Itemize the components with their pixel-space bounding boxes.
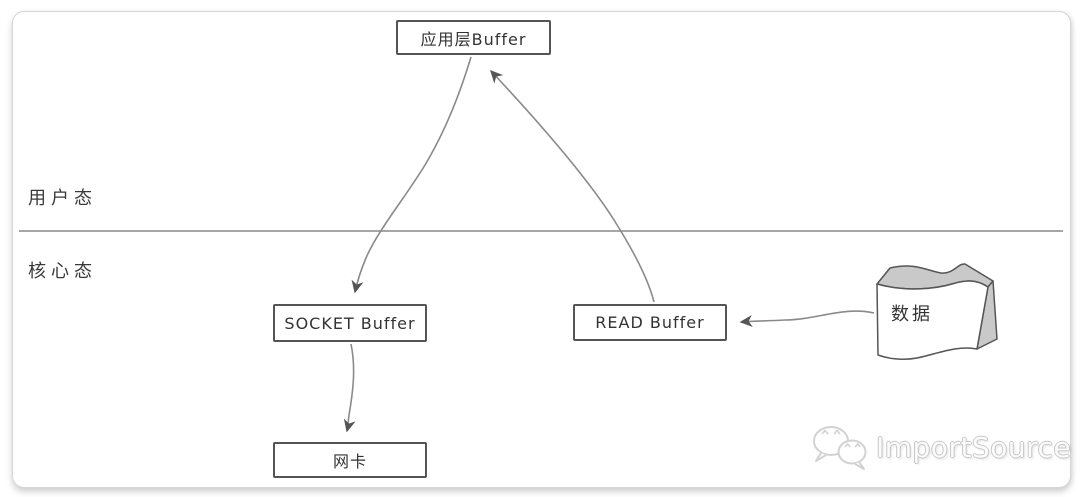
watermark: ImportSource <box>808 422 1071 472</box>
node-data-block-label: 数据 <box>891 304 933 325</box>
edge-socket-to-nic-arrow <box>343 343 356 433</box>
node-socket-buffer: SOCKET Buffer <box>273 304 427 342</box>
node-nic: 网卡 <box>273 442 427 478</box>
edge-data-to-read-arrow <box>739 310 875 327</box>
edge-read-to-app-arrow <box>490 69 655 303</box>
watermark-text: ImportSource <box>876 430 1072 464</box>
node-socket-buffer-label: SOCKET Buffer <box>284 313 416 333</box>
region-label-user-mode: 用户态 <box>28 188 97 209</box>
node-data-block-shape <box>876 263 998 360</box>
node-read-buffer-label: READ Buffer <box>595 313 705 332</box>
wechat-bubbles-icon <box>813 426 867 470</box>
node-app-buffer-label: 应用层Buffer <box>420 29 527 49</box>
edge-app-to-socket-arrow <box>351 56 472 294</box>
node-app-buffer: 应用层Buffer <box>396 20 551 55</box>
diagram-card <box>12 11 1071 488</box>
node-nic-label: 网卡 <box>332 452 367 471</box>
data-block-front-face <box>876 280 989 360</box>
node-read-buffer: READ Buffer <box>573 304 727 341</box>
region-label-kernel-mode: 核心态 <box>28 261 97 282</box>
